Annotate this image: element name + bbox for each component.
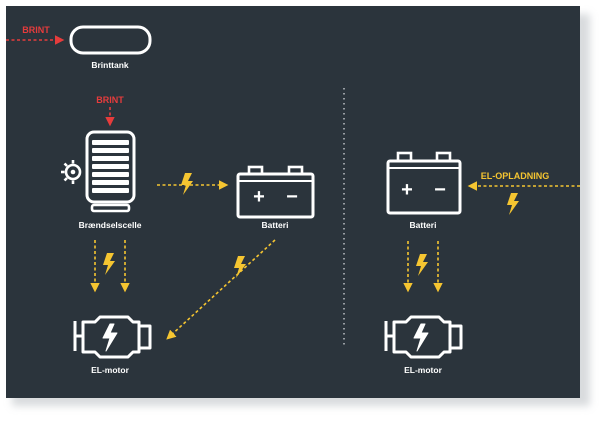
battery-to-motor-arrow xyxy=(166,239,276,340)
brint-label-top: BRINT xyxy=(22,25,50,35)
battery-icon-right: + − xyxy=(386,151,462,215)
fuel-cell-label: Brændselscelle xyxy=(79,220,142,230)
fuelcell-to-motor-arrows xyxy=(90,240,130,293)
brinttank-label: Brinttank xyxy=(91,60,129,70)
battery-minus-right: − xyxy=(434,179,446,201)
battery-minus-left: − xyxy=(286,186,298,208)
battery-plus-right: + xyxy=(401,179,413,201)
fuel-cell-icon xyxy=(61,130,136,213)
motor-label-left: EL-motor xyxy=(91,365,129,375)
battery-icon-left: + − xyxy=(236,165,315,219)
electric-motor-icon-left xyxy=(73,315,152,359)
brint-label-mid: BRINT xyxy=(96,95,124,105)
tank-icon xyxy=(69,25,152,55)
battery-plus-left: + xyxy=(253,186,265,208)
el-charging-label: EL-OPLADNING xyxy=(481,171,550,181)
battery-to-motor-arrows-right xyxy=(403,241,443,293)
electric-motor-icon-right xyxy=(384,315,463,359)
battery-label-left: Batteri xyxy=(262,220,289,230)
gear-icon xyxy=(61,160,82,184)
battery-label-right: Batteri xyxy=(410,220,437,230)
motor-label-right: EL-motor xyxy=(404,365,442,375)
